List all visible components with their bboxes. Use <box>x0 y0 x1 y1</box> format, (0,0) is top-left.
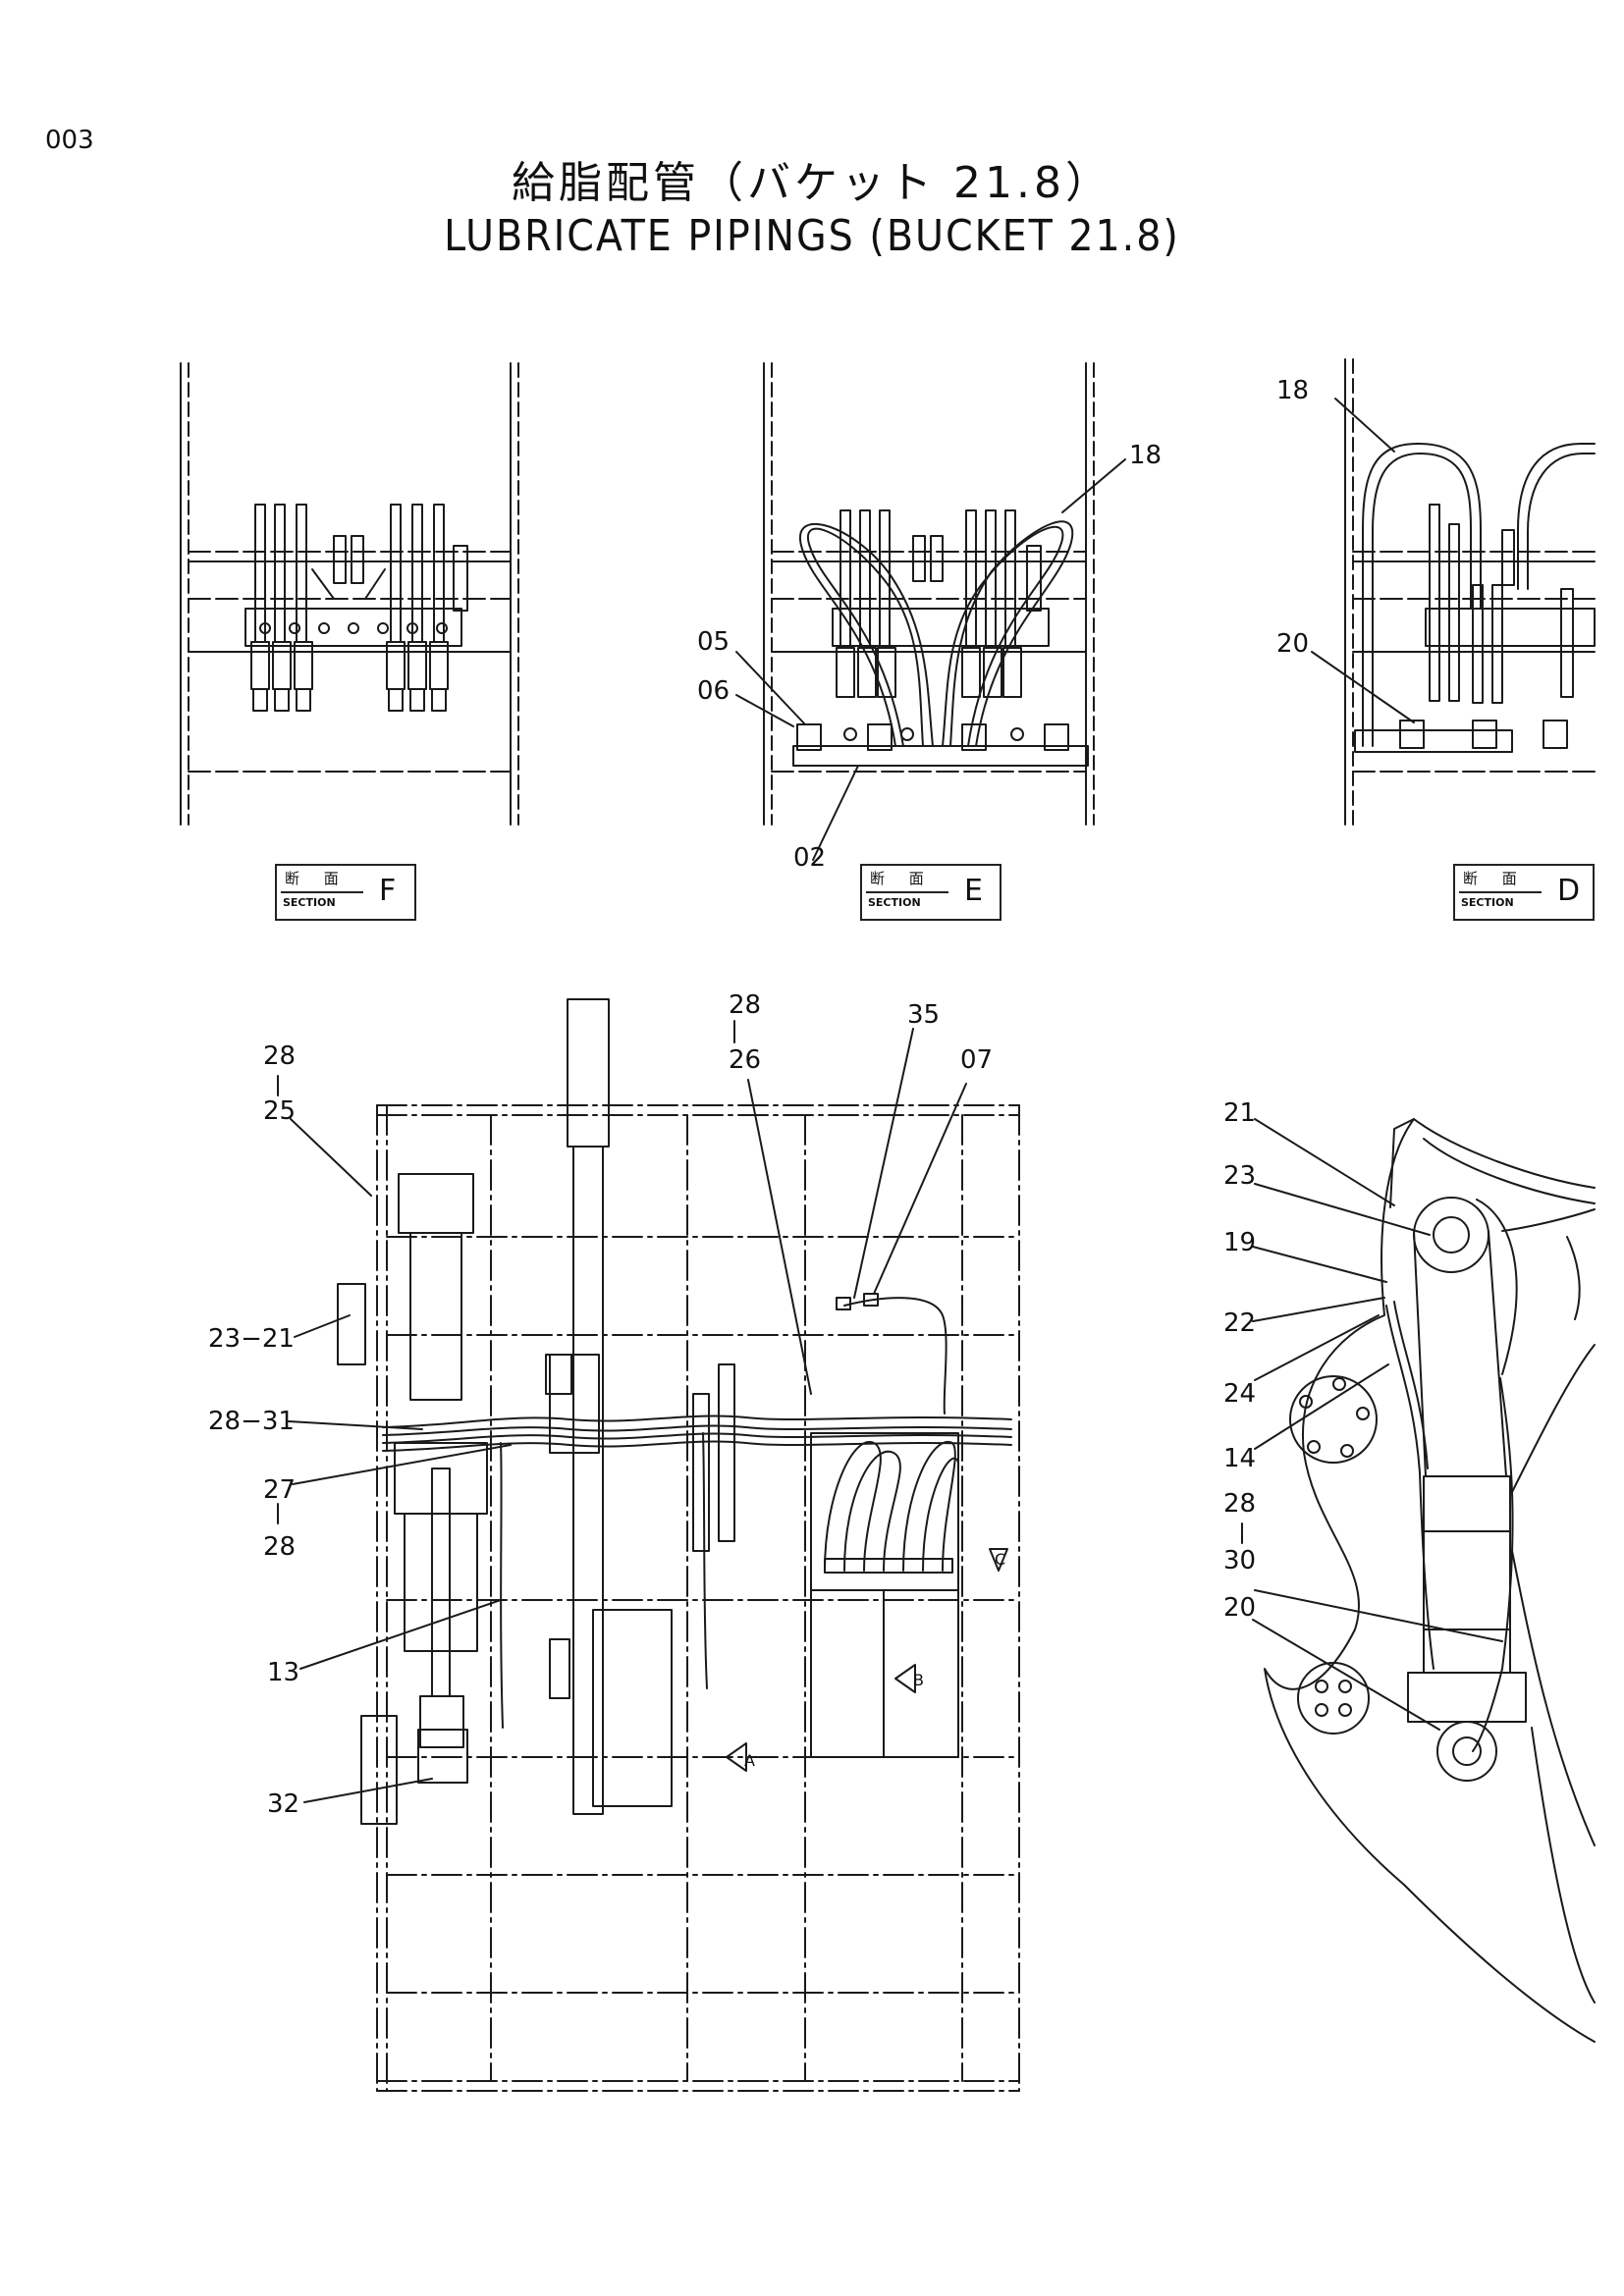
section-d-en: SECTION <box>1461 896 1514 909</box>
callout-d-20: 20 <box>1276 629 1309 659</box>
view-arrow-a-label: A <box>744 1751 755 1770</box>
section-d-view <box>1311 358 1596 826</box>
callout-r-28: 28 <box>1223 1489 1256 1519</box>
callout-r-23: 23 <box>1223 1161 1256 1191</box>
callout-m-27: 27 <box>263 1475 296 1505</box>
callout-m-07: 07 <box>960 1045 993 1075</box>
callout-e-18: 18 <box>1129 441 1162 470</box>
title-english: LUBRICATE PIPINGS (BUCKET 21.8) <box>444 211 1180 261</box>
callout-r-14: 14 <box>1223 1444 1256 1473</box>
section-e-jp: 断 面 <box>870 870 934 887</box>
bucket-side-view <box>1241 1118 1596 2043</box>
view-arrow-b-label: B <box>913 1671 924 1689</box>
callout-m-28c: 28 <box>263 1532 296 1562</box>
callout-r-20: 20 <box>1223 1593 1256 1623</box>
callout-m-13: 13 <box>267 1658 299 1687</box>
callout-r-21: 21 <box>1223 1098 1256 1128</box>
callout-r-22: 22 <box>1223 1308 1256 1338</box>
callout-d-18: 18 <box>1276 376 1309 405</box>
callout-r-24: 24 <box>1223 1379 1256 1409</box>
page-number: 003 <box>45 126 94 155</box>
callout-m-28a: 28 <box>263 1041 296 1071</box>
section-e-en: SECTION <box>868 896 921 909</box>
callout-m-32: 32 <box>267 1789 299 1819</box>
main-boom-arm-view <box>277 998 1020 2092</box>
section-d-jp: 断 面 <box>1463 870 1527 887</box>
section-f-en: SECTION <box>283 896 336 909</box>
section-e-letter: E <box>964 874 983 908</box>
callout-m-35: 35 <box>907 1000 940 1030</box>
section-d-letter: D <box>1557 874 1581 908</box>
section-e-view <box>735 362 1126 861</box>
section-f-jp: 断 面 <box>285 870 349 887</box>
callout-r-30: 30 <box>1223 1546 1256 1575</box>
callout-m-28b: 28 <box>729 990 761 1020</box>
title-japanese: 給脂配管（バケット 21.8） <box>512 158 1112 208</box>
callout-e-05: 05 <box>697 627 730 657</box>
callout-e-06: 06 <box>697 676 730 706</box>
section-box-e: 断 面 SECTION E <box>860 864 1001 921</box>
section-f-view <box>180 362 519 826</box>
section-f-letter: F <box>379 874 397 908</box>
callout-e-02: 02 <box>793 843 826 873</box>
view-arrow-c-label: C <box>995 1550 1005 1569</box>
callout-labels: 18 05 06 02 18 20 28 25 28 26 35 07 23−2… <box>208 376 1309 1819</box>
callout-m-25: 25 <box>263 1096 296 1126</box>
section-box-f: 断 面 SECTION F <box>275 864 416 921</box>
section-box-d: 断 面 SECTION D <box>1453 864 1595 921</box>
callout-m-28-31: 28−31 <box>208 1407 295 1436</box>
callout-m-23-21: 23−21 <box>208 1324 295 1354</box>
callout-r-19: 19 <box>1223 1228 1256 1257</box>
callout-m-26: 26 <box>729 1045 761 1075</box>
